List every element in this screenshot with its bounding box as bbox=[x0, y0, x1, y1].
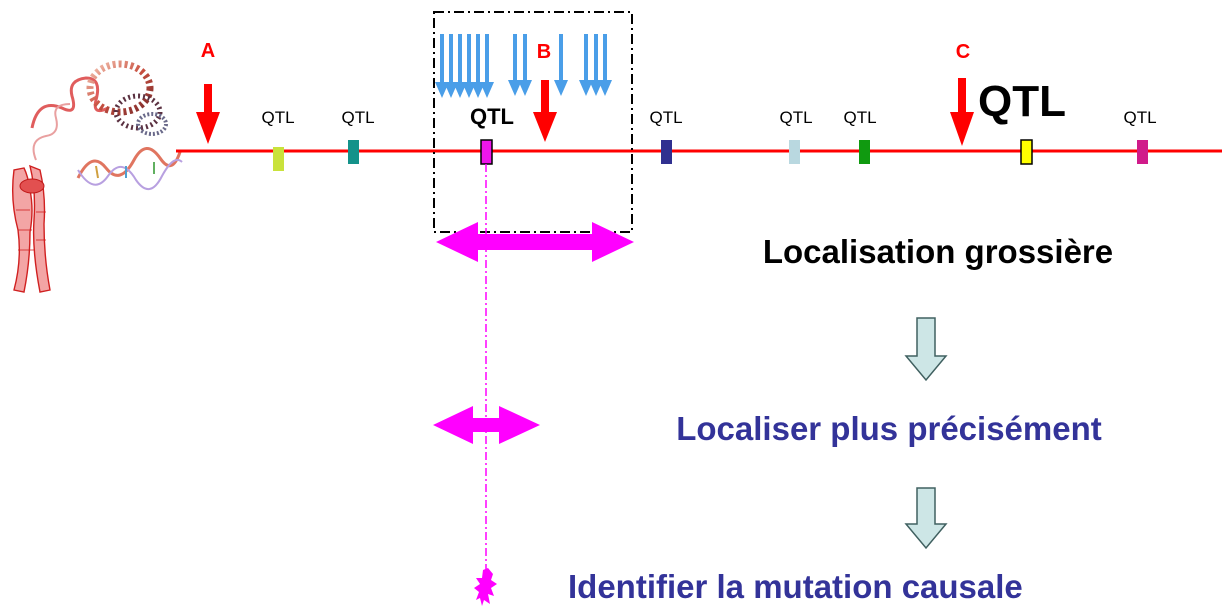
blue-arrow-head bbox=[579, 80, 593, 96]
blue-arrow-shaft bbox=[584, 34, 588, 82]
qtl-label: QTL bbox=[649, 108, 682, 127]
blue-arrow-head bbox=[471, 82, 485, 98]
blue-arrow-head bbox=[598, 80, 612, 96]
blue-arrow-head bbox=[453, 82, 467, 98]
blue-arrow-shaft bbox=[485, 34, 489, 84]
marker-label-c: C bbox=[956, 41, 970, 63]
blue-arrow-shaft bbox=[458, 34, 462, 84]
mutation-starburst-icon bbox=[474, 568, 497, 606]
blue-arrow-shaft bbox=[603, 34, 607, 82]
qtl-label: QTL bbox=[470, 104, 514, 129]
qtl-8: QTL bbox=[1123, 108, 1157, 164]
blue-arrow-head bbox=[435, 82, 449, 98]
qtl-block bbox=[859, 140, 870, 164]
qtl-block bbox=[789, 140, 800, 164]
step-coarse-localisation: Localisation grossière bbox=[763, 233, 1113, 270]
precise-interval-double-arrow bbox=[433, 406, 540, 444]
marker-label-b: B bbox=[537, 41, 551, 63]
qtl-label: QTL bbox=[261, 108, 294, 127]
blue-arrow-head bbox=[444, 82, 458, 98]
flow-arrow-down bbox=[904, 317, 948, 382]
blue-arrow-shaft bbox=[513, 34, 517, 82]
blue-arrow-shaft bbox=[467, 34, 471, 84]
blue-arrow-shaft bbox=[440, 34, 444, 84]
blue-arrow-shaft bbox=[559, 34, 563, 82]
qtl-block bbox=[348, 140, 359, 164]
qtl-label: QTL bbox=[978, 77, 1066, 126]
coarse-interval-double-arrow bbox=[436, 222, 634, 262]
qtl-7-large: QTL bbox=[978, 77, 1066, 165]
marker-a: A bbox=[196, 40, 220, 144]
blue-arrow-head bbox=[462, 82, 476, 98]
blue-arrow-head bbox=[480, 82, 494, 98]
qtl-block bbox=[661, 140, 672, 164]
marker-label-a: A bbox=[201, 40, 215, 62]
dna-coil-illustration bbox=[30, 60, 183, 190]
blue-arrow-shaft bbox=[449, 34, 453, 84]
qtl-block bbox=[273, 147, 284, 171]
chromosome-illustration bbox=[11, 164, 51, 293]
step-identify-mutation: Identifier la mutation causale bbox=[568, 568, 1023, 605]
qtl-4: QTL bbox=[649, 108, 683, 164]
blue-arrow-head bbox=[518, 80, 532, 96]
qtl-block bbox=[480, 139, 493, 165]
marker-b: B bbox=[533, 41, 557, 142]
blue-arrow-head bbox=[554, 80, 568, 96]
qtl-block bbox=[1137, 140, 1148, 164]
marker-c: C bbox=[950, 41, 974, 146]
qtl-block bbox=[1020, 139, 1033, 165]
qtl-1: QTL bbox=[261, 108, 295, 171]
qtl-2: QTL bbox=[341, 108, 375, 164]
qtl-label: QTL bbox=[779, 108, 812, 127]
qtl-6: QTL bbox=[843, 108, 877, 164]
flow-arrow-down bbox=[904, 487, 948, 550]
qtl-label: QTL bbox=[1123, 108, 1156, 127]
blue-arrow-cluster bbox=[435, 34, 612, 98]
qtl-label: QTL bbox=[843, 108, 876, 127]
blue-arrow-shaft bbox=[523, 34, 527, 82]
qtl-label: QTL bbox=[341, 108, 374, 127]
qtl-5: QTL bbox=[779, 108, 813, 164]
qtl-3-selected: QTL bbox=[470, 104, 514, 165]
step-precise-localisation: Localiser plus précisément bbox=[676, 410, 1102, 447]
blue-arrow-shaft bbox=[594, 34, 598, 82]
blue-arrow-head bbox=[508, 80, 522, 96]
blue-arrow-shaft bbox=[476, 34, 480, 84]
selection-box bbox=[433, 11, 633, 233]
blue-arrow-head bbox=[589, 80, 603, 96]
